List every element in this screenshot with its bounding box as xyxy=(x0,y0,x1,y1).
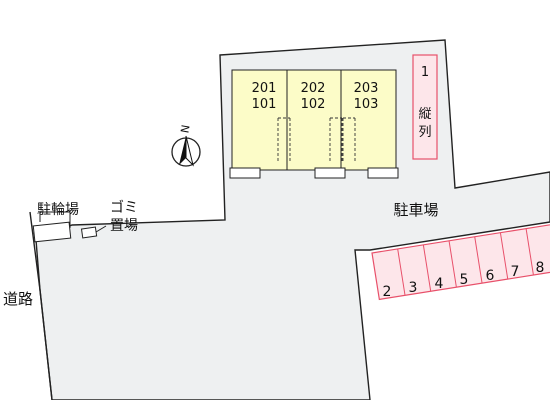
parking-space-6: 6 xyxy=(486,268,495,284)
tandem-label-2: 列 xyxy=(418,125,431,140)
garbage-area xyxy=(80,226,98,239)
north-label: N xyxy=(178,124,192,134)
parking-space-8: 8 xyxy=(536,260,545,276)
bike-parking-pointer xyxy=(39,211,71,228)
garbage-label-1: ゴミ xyxy=(110,199,138,216)
parking-space-1-number: 1 xyxy=(421,65,429,80)
unit-101-label: 101 xyxy=(252,97,277,112)
parking-space-7: 7 xyxy=(511,264,520,280)
unit-102-label: 102 xyxy=(301,97,326,112)
parking-space-2: 2 xyxy=(383,284,392,300)
parking-lot-label: 駐車場 xyxy=(393,201,438,219)
bike-parking-area xyxy=(32,221,72,243)
parking-row xyxy=(371,222,550,301)
north-arrow-icon: N xyxy=(171,124,201,167)
unit-201-label: 201 xyxy=(252,81,277,96)
parking-space-3: 3 xyxy=(409,280,418,296)
parking-space-4: 4 xyxy=(435,276,444,292)
unit-202-label: 202 xyxy=(301,81,326,96)
building xyxy=(231,69,397,171)
garbage-label-2: 置場 xyxy=(110,218,138,234)
road-label: 道路 xyxy=(3,290,33,308)
bike-parking-label: 駐輪場 xyxy=(37,201,79,218)
road-boundary xyxy=(29,211,53,400)
unit-203-label: 203 xyxy=(354,81,379,96)
unit-103-label: 103 xyxy=(354,97,379,112)
tandem-label-1: 縦 xyxy=(418,107,431,122)
parking-space-1 xyxy=(412,54,438,160)
parking-space-5: 5 xyxy=(460,272,469,288)
